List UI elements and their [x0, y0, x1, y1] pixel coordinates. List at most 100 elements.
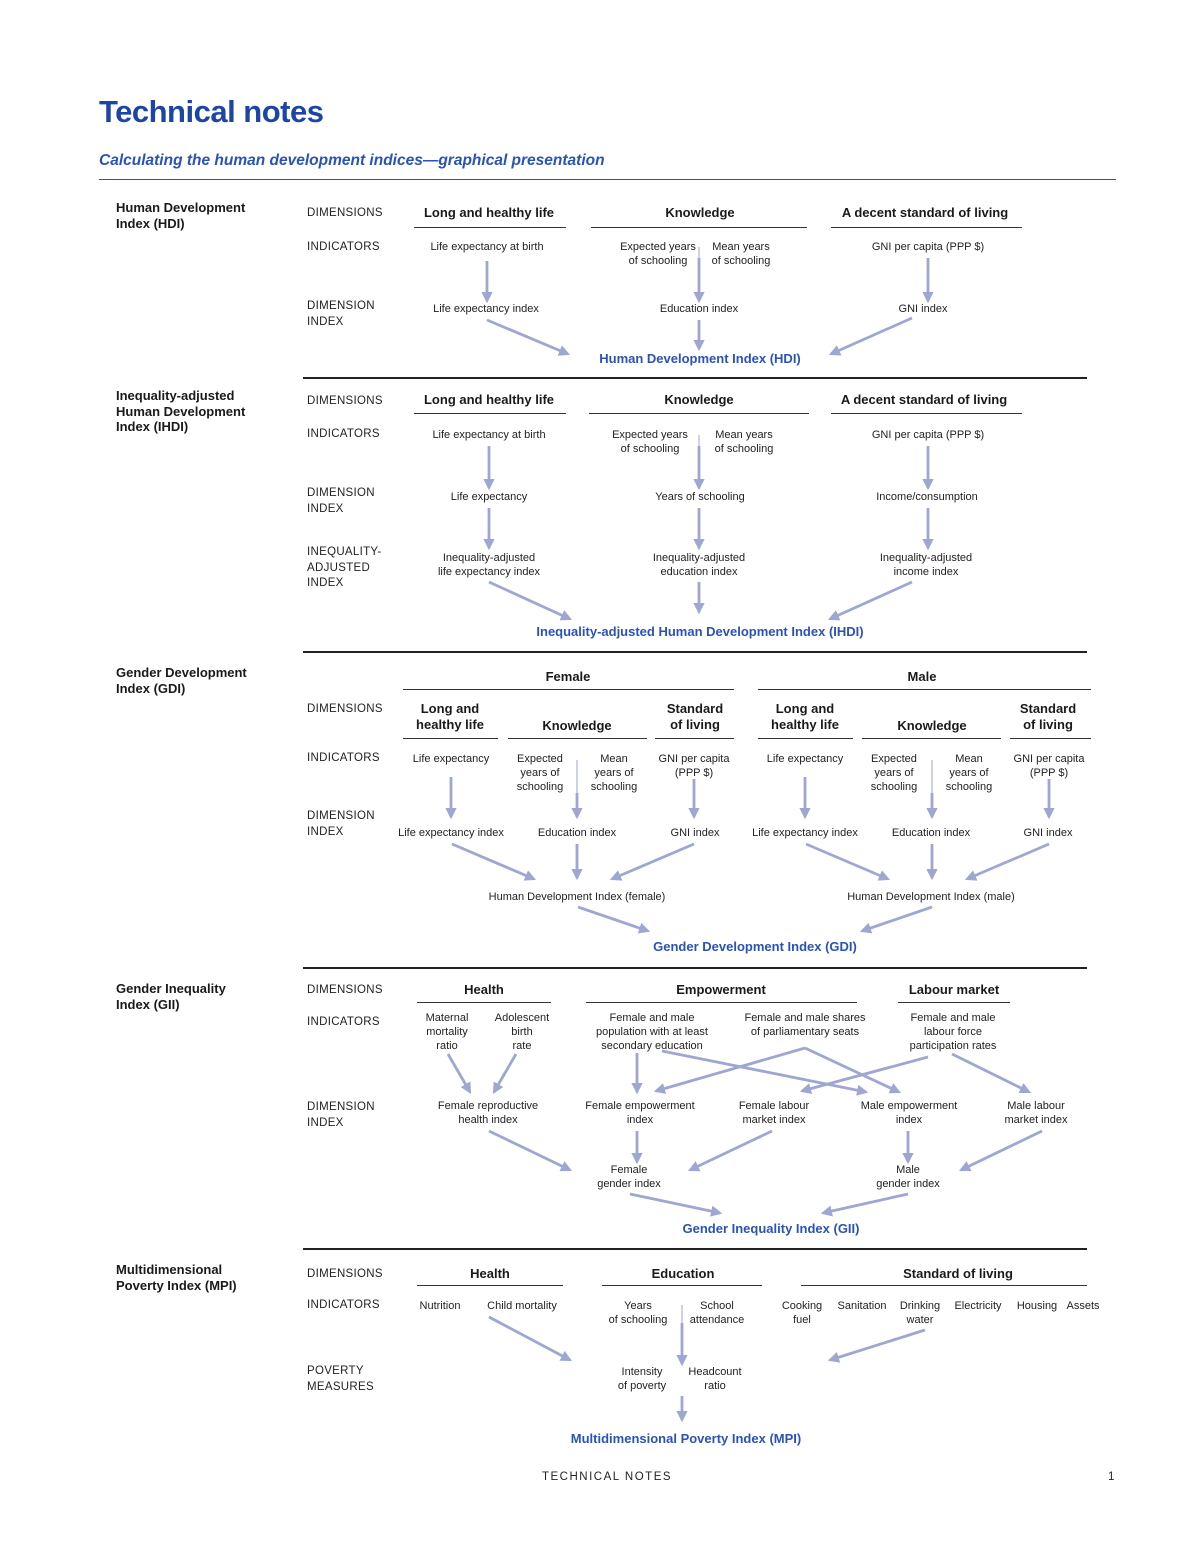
gdi-male-index-gni: GNI index	[1023, 827, 1073, 839]
gdi-male-ind-life: Life expectancy	[766, 753, 844, 765]
mpi-ind-assets: Assets	[1066, 1300, 1100, 1312]
hdi-dim-underline	[591, 227, 807, 228]
section-divider-gii	[303, 967, 1087, 969]
ihdi-dim-knowledge: Knowledge	[664, 392, 734, 407]
gdi-dim-underline	[1010, 738, 1091, 739]
arrow	[827, 580, 913, 621]
gdi-label-dimensions: DIMENSIONS	[307, 703, 383, 715]
gdi-hdi-female: Human Development Index (female)	[488, 891, 666, 903]
mpi-result: Multidimensional Poverty Index (MPI)	[570, 1431, 802, 1446]
ihdi-label-indicators: INDICATORS	[307, 428, 380, 440]
hdi-dim-underline	[414, 227, 566, 228]
ihdi-ind-life-expectancy: Life expectancy at birth	[432, 429, 546, 441]
mpi-label-indicators: INDICATORS	[307, 1299, 380, 1311]
section-divider-ihdi	[303, 377, 1087, 379]
gdi-group-female: Female	[545, 669, 591, 684]
gii-dim-underline	[417, 1002, 551, 1003]
hdi-index-life-expectancy: Life expectancy index	[433, 303, 539, 315]
arrow	[951, 1052, 1032, 1094]
arrow	[805, 842, 891, 881]
arrow	[451, 842, 537, 881]
arrow	[609, 842, 695, 881]
hdi-label-indicators: INDICATORS	[307, 241, 380, 253]
arrow	[964, 842, 1050, 881]
ihdi-dim-health: Long and healthy life	[423, 392, 555, 407]
gdi-dim-underline	[508, 738, 647, 739]
section-divider-mpi	[303, 1248, 1087, 1250]
gdi-female-dim-knowledge: Knowledge	[542, 718, 612, 733]
ihdi-dim-underline	[589, 413, 809, 414]
hdi-ind-life-expectancy: Life expectancy at birth	[430, 241, 544, 253]
section-divider-gdi	[303, 651, 1087, 653]
gdi-male-dim-knowledge: Knowledge	[897, 718, 967, 733]
arrow	[804, 1046, 902, 1094]
arrow	[827, 1328, 926, 1363]
ihdi-label-adjusted-index: INEQUALITY- ADJUSTED INDEX	[307, 546, 382, 589]
gii-dim-labour: Labour market	[908, 982, 1000, 997]
arrow	[577, 905, 651, 934]
mpi-ind-sanitation: Sanitation	[837, 1300, 887, 1312]
gdi-dim-underline	[758, 738, 853, 739]
gii-label-dimensions: DIMENSIONS	[307, 984, 383, 996]
gii-label-indicators: INDICATORS	[307, 1016, 380, 1028]
mpi-dim-underline	[801, 1285, 1087, 1286]
mpi-ind-nutrition: Nutrition	[419, 1300, 461, 1312]
gdi-male-index-education: Education index	[891, 827, 971, 839]
gdi-female-index-education: Education index	[537, 827, 617, 839]
gdi-dim-underline	[655, 738, 734, 739]
ihdi-index-schooling: Years of schooling	[655, 491, 745, 503]
arrow	[488, 1315, 572, 1362]
ihdi-dim-underline	[831, 413, 1022, 414]
hdi-index-education: Education index	[659, 303, 739, 315]
mpi-dim-living: Standard of living	[903, 1266, 1013, 1281]
arrow	[799, 1055, 929, 1095]
mpi-ind-electricity: Electricity	[954, 1300, 1002, 1312]
arrow	[661, 1049, 869, 1096]
ihdi-dim-living: A decent standard of living	[840, 392, 1008, 407]
hdi-dim-knowledge: Knowledge	[665, 205, 735, 220]
arrow	[486, 318, 571, 356]
gdi-female-ind-life: Life expectancy	[412, 753, 490, 765]
arrow	[629, 1192, 723, 1217]
gdi-male-ind-gni: GNI per capita(PPP $)	[1013, 753, 1085, 779]
mpi-dim-underline	[602, 1285, 762, 1286]
page-number: 1	[1108, 1471, 1115, 1483]
mpi-ind-child-mortality: Child mortality	[487, 1300, 557, 1312]
gdi-female-ind-gni: GNI per capita(PPP $)	[658, 753, 730, 779]
gdi-label-indicators: INDICATORS	[307, 752, 380, 764]
arrow	[446, 1053, 472, 1094]
mpi-label-dimensions: DIMENSIONS	[307, 1268, 383, 1280]
ihdi-dim-underline	[414, 413, 566, 414]
gdi-group-underline	[403, 689, 734, 690]
hdi-ind-gni: GNI per capita (PPP $)	[871, 241, 985, 253]
